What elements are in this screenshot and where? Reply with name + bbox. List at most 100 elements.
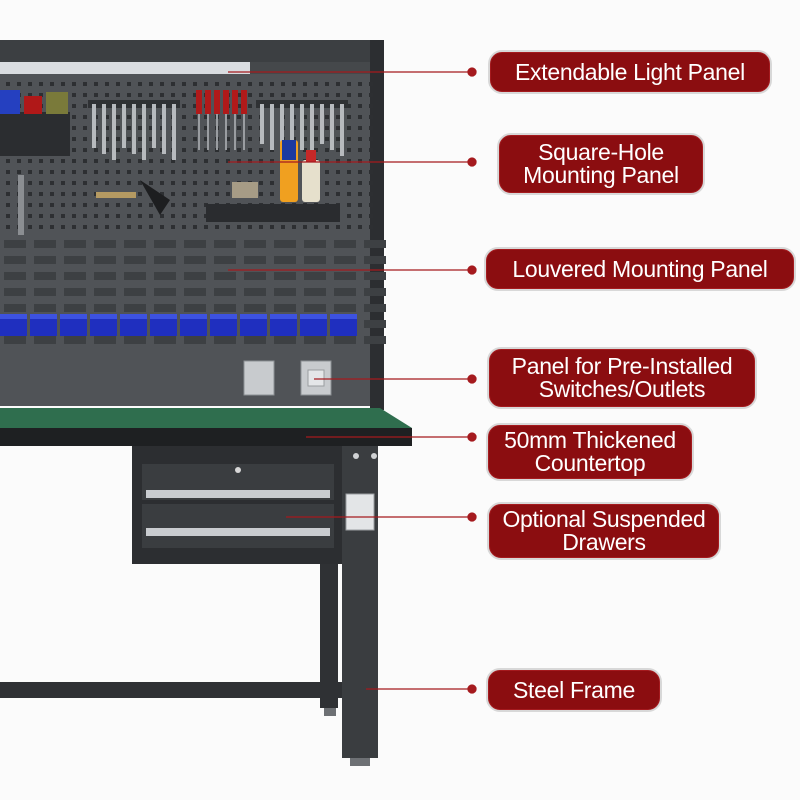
square-hole [50,192,54,196]
hammer-head [232,182,258,198]
square-hole [138,159,142,163]
square-hole [50,181,54,185]
square-hole [83,203,87,207]
square-hole [182,181,186,185]
louver-slot [124,240,146,248]
louver-slot [64,336,86,344]
wrench [320,104,324,144]
blue-bin [330,314,357,336]
square-hole [325,192,329,196]
callout-extendable-light-panel: Extendable Light Panel [488,50,772,94]
square-hole [303,93,307,97]
square-hole [116,137,120,141]
screwdriver-handle [196,90,202,114]
square-hole [347,82,351,86]
louver-slot [274,304,296,312]
louver-slot [364,272,386,280]
square-hole [259,192,263,196]
square-hole [204,148,208,152]
louver-slot [4,240,26,248]
square-hole [61,159,65,163]
square-hole [94,225,98,229]
square-hole [6,203,10,207]
square-hole [116,115,120,119]
square-hole [303,225,307,229]
wrench [152,104,156,148]
square-hole [160,82,164,86]
square-hole [248,82,252,86]
square-hole [171,82,175,86]
square-hole [182,104,186,108]
square-hole [369,159,373,163]
square-hole [193,82,197,86]
louver-slot [34,256,56,264]
square-hole [39,225,43,229]
light-bar [0,62,250,74]
leg-outlet-box [345,493,375,531]
square-hole [61,225,65,229]
louver-slot [34,240,56,248]
square-hole [215,159,219,163]
square-hole [94,82,98,86]
louver-slot [304,272,326,280]
square-hole [116,93,120,97]
clamp-tool [140,180,170,215]
square-hole [347,203,351,207]
square-hole [138,170,142,174]
louver-slot [244,240,266,248]
square-hole [138,214,142,218]
leveling-foot-rear [324,708,336,716]
louver-slot [184,272,206,280]
square-hole [116,214,120,218]
square-hole [237,115,241,119]
square-hole [149,170,153,174]
louver-slot [184,256,206,264]
square-hole [182,93,186,97]
square-hole [28,82,32,86]
drawer-bottom [142,504,334,548]
leveling-foot [350,758,370,766]
wrench [92,104,96,148]
pointer-dot [467,512,477,522]
square-hole [336,148,340,152]
square-hole [248,159,252,163]
callout-steel-frame: Steel Frame [486,668,662,712]
louver-slot [274,272,296,280]
blue-bin-lip [300,314,327,319]
louver-slot [4,288,26,296]
square-hole [72,148,76,152]
square-hole [83,159,87,163]
leg-bolt [353,453,359,459]
pegboard-side-frame [370,40,384,410]
square-hole [358,159,362,163]
louver-slot [274,256,296,264]
square-hole [138,137,142,141]
wrench [290,104,294,144]
louver-slot [184,336,206,344]
square-hole [226,159,230,163]
square-hole [105,82,109,86]
blue-bin [240,314,267,336]
square-hole [116,148,120,152]
square-hole [237,225,241,229]
louver-slot [184,288,206,296]
louver-slot [94,272,116,280]
square-hole [61,170,65,174]
square-hole [127,159,131,163]
square-hole [61,214,65,218]
louver-slot [94,336,116,344]
square-hole [28,170,32,174]
square-hole [237,137,241,141]
square-hole [105,115,109,119]
square-hole [138,203,142,207]
square-hole [369,192,373,196]
blue-bin-lip [150,314,177,319]
louver-slot [34,288,56,296]
square-hole [259,170,263,174]
square-hole [39,93,43,97]
square-hole [292,93,296,97]
square-hole [215,225,219,229]
square-hole [17,82,21,86]
square-hole [204,225,208,229]
